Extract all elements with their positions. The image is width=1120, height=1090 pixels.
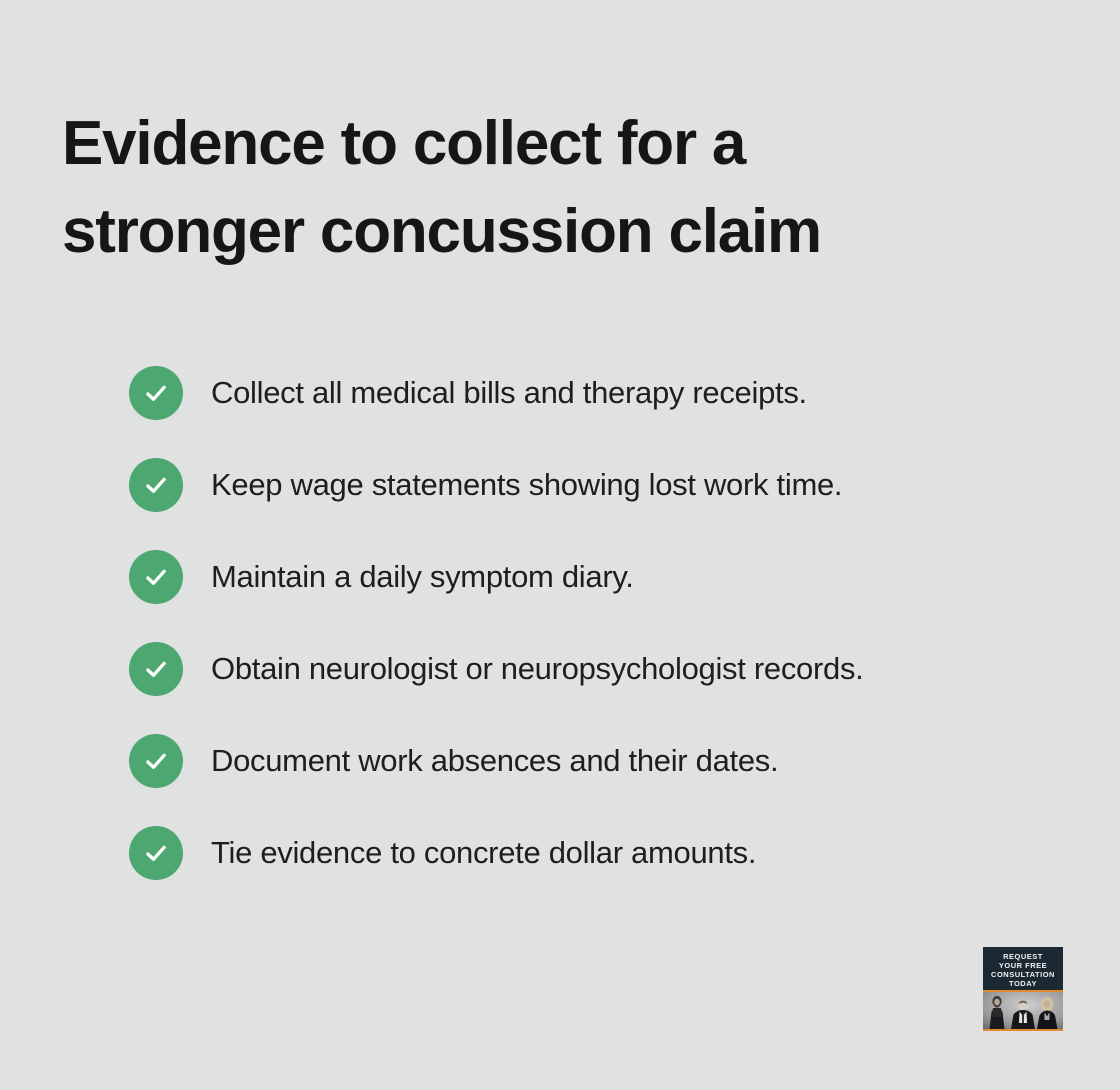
cta-badge-divider (983, 990, 1063, 992)
checklist-item-label: Obtain neurologist or neuropsychologist … (211, 651, 864, 686)
checklist-item-label: Maintain a daily symptom diary. (211, 559, 634, 594)
check-circle (129, 642, 183, 696)
check-circle (129, 826, 183, 880)
page-title-line-2: stronger concussion claim (62, 197, 822, 266)
checkmark-icon (146, 845, 166, 861)
checklist-item: Document work absences and their dates. (129, 734, 863, 788)
checklist-item: Maintain a daily symptom diary. (129, 550, 863, 604)
checkmark-icon (146, 385, 166, 401)
checkmark-icon (146, 661, 166, 677)
checklist-item-label: Collect all medical bills and therapy re… (211, 375, 807, 410)
check-circle (129, 458, 183, 512)
checklist-item: Keep wage statements showing lost work t… (129, 458, 863, 512)
checklist: Collect all medical bills and therapy re… (129, 366, 864, 880)
checklist-item: Collect all medical bills and therapy re… (129, 366, 863, 420)
cta-badge-text: REQUEST YOUR FREE CONSULTATION TODAY (983, 947, 1063, 990)
checklist-item-label: Tie evidence to concrete dollar amounts. (211, 835, 757, 870)
checklist-item-label: Keep wage statements showing lost work t… (211, 467, 843, 502)
page-title: Evidence to collect for a stronger concu… (62, 100, 822, 276)
checkmark-icon (146, 569, 166, 585)
attorneys-photo (983, 992, 1063, 1029)
check-circle (129, 550, 183, 604)
cta-badge-text-line: TODAY (1009, 979, 1037, 988)
cta-badge-bottom-line (983, 1029, 1063, 1031)
cta-badge-text-line: REQUEST (1003, 952, 1043, 961)
checklist-item: Tie evidence to concrete dollar amounts. (129, 826, 863, 880)
check-circle (129, 366, 183, 420)
cta-badge-text-line: YOUR FREE (998, 961, 1048, 970)
checklist-item-label: Document work absences and their dates. (211, 743, 779, 778)
checklist-item: Obtain neurologist or neuropsychologist … (129, 642, 864, 696)
page-title-line-1: Evidence to collect for a (62, 109, 746, 178)
cta-badge-text-line: CONSULTATION (991, 970, 1055, 979)
cta-badge[interactable]: REQUEST YOUR FREE CONSULTATION TODAY (983, 947, 1063, 1031)
check-circle (129, 734, 183, 788)
checkmark-icon (146, 753, 166, 769)
checkmark-icon (146, 477, 166, 493)
